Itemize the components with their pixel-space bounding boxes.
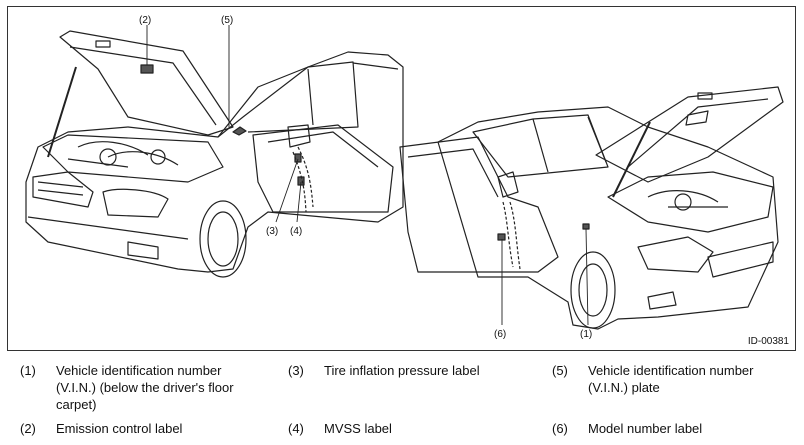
legend-number: (1) (20, 363, 36, 378)
legend-text: Model number label (588, 421, 703, 436)
emission-label-mark (140, 64, 154, 74)
legend-text: Vehicle identification number (V.I.N.) (… (56, 363, 234, 412)
legend-text: Tire inflation pressure label (324, 363, 480, 378)
legend-item-5: (5) Vehicle identification number (V.I.N… (552, 362, 788, 396)
callout-3: (3) (266, 226, 278, 237)
left-car (25, 25, 404, 278)
legend-item-3: (3) Tire inflation pressure label (288, 362, 534, 379)
legend-item-4: (4) MVSS label (288, 420, 534, 437)
callout-5: (5) (221, 15, 233, 26)
legend-number: (3) (288, 363, 304, 378)
legend-item-2: (2) Emission control label (20, 420, 256, 437)
legend-text: MVSS label (324, 421, 392, 436)
callout-1: (1) (580, 329, 592, 340)
callout-6: (6) (494, 329, 506, 340)
legend-number: (4) (288, 421, 304, 436)
car-illustration: (2) (5) (3) (4) (6) (1) (25, 15, 784, 340)
callout-4: (4) (290, 226, 302, 237)
legend-text: Vehicle identification number (V.I.N.) p… (588, 363, 754, 395)
legend-number: (5) (552, 363, 568, 378)
legend-item-1: (1) Vehicle identification number (V.I.N… (20, 362, 256, 413)
callout-2: (2) (139, 15, 151, 26)
legend-item-6: (6) Model number label (552, 420, 788, 437)
right-car (399, 86, 784, 330)
diagram-figure: (2) (5) (3) (4) (6) (1) ID-00381 (7, 6, 796, 351)
legend-number: (6) (552, 421, 568, 436)
legend-text: Emission control label (56, 421, 183, 436)
legend-number: (2) (20, 421, 36, 436)
figure-id: ID-00381 (747, 336, 789, 347)
